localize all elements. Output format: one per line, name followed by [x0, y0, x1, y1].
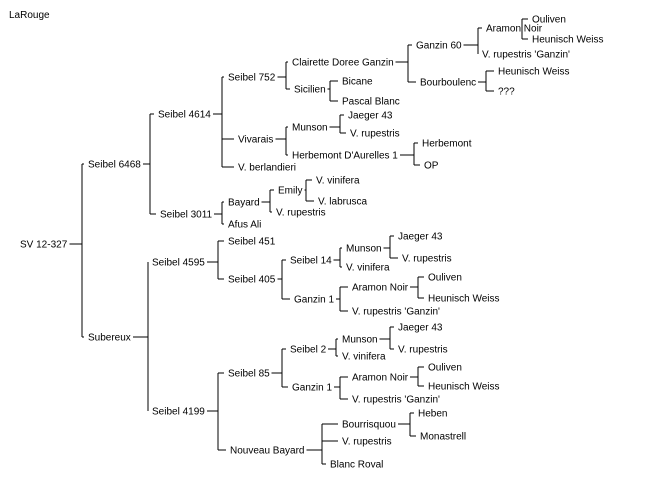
node-bicane: Bicane — [342, 77, 373, 88]
diagram-title: LaRouge — [9, 10, 50, 21]
node-heunisch-weiss: Heunisch Weiss — [428, 294, 500, 305]
node-jaeger-43: Jaeger 43 — [348, 111, 393, 122]
node-v-rupestris: V. rupestris — [350, 129, 400, 140]
node-subereux: Subereux — [88, 333, 131, 344]
node-munson: Munson — [342, 335, 378, 346]
node-aramon-noir: Aramon Noir — [486, 24, 543, 35]
node-heunisch-weiss: Heunisch Weiss — [498, 67, 570, 78]
node-heunisch-weiss: Heunisch Weiss — [428, 382, 500, 393]
node-ouliven: Ouliven — [532, 15, 566, 26]
node-munson: Munson — [292, 123, 328, 134]
node-seibel-4199: Seibel 4199 — [152, 407, 205, 418]
node-munson: Munson — [346, 244, 382, 255]
node-seibel-85: Seibel 85 — [228, 369, 270, 380]
node-aramon-noir: Aramon Noir — [352, 283, 409, 294]
node-afus-ali: Afus Ali — [228, 220, 261, 231]
node-v-vinifera: V. vinifera — [316, 176, 360, 187]
node-ganzin-1: Ganzin 1 — [292, 383, 332, 394]
node-v-vinifera: V. vinifera — [346, 263, 390, 274]
node-v-rupestris-ganzin: V. rupestris 'Ganzin' — [352, 307, 440, 318]
node-ganzin-60: Ganzin 60 — [416, 41, 462, 52]
node-bayard: Bayard — [228, 198, 260, 209]
node-ouliven: Ouliven — [428, 273, 462, 284]
node-v-rupestris: V. rupestris — [402, 254, 452, 265]
node-clairette-doree-ganzin: Clairette Doree Ganzin — [292, 58, 394, 69]
node-seibel-2: Seibel 2 — [290, 345, 327, 356]
node-seibel-14: Seibel 14 — [290, 256, 332, 267]
node-: ??? — [498, 87, 515, 98]
node-v-rupestris: V. rupestris — [398, 345, 448, 356]
node-v-berlandieri: V. berlandieri — [238, 163, 296, 174]
node-pascal-blanc: Pascal Blanc — [342, 97, 400, 108]
node-v-rupestris-ganzin: V. rupestris 'Ganzin' — [352, 395, 440, 406]
node-v-rupestris: V. rupestris — [276, 208, 326, 219]
node-monastrell: Monastrell — [420, 432, 466, 443]
node-seibel-4614: Seibel 4614 — [158, 110, 211, 121]
node-ouliven: Ouliven — [428, 363, 462, 374]
node-nouveau-bayard: Nouveau Bayard — [230, 446, 305, 457]
node-herbemont: Herbemont — [422, 139, 472, 150]
node-jaeger-43: Jaeger 43 — [398, 323, 443, 334]
node-aramon-noir: Aramon Noir — [352, 373, 409, 384]
node-seibel-4595: Seibel 4595 — [152, 258, 205, 269]
node-v-labrusca: V. labrusca — [318, 197, 368, 208]
node-op: OP — [424, 161, 439, 172]
node-bourboulenc: Bourboulenc — [420, 78, 476, 89]
node-seibel-451: Seibel 451 — [228, 237, 276, 248]
node-ganzin-1: Ganzin 1 — [294, 295, 334, 306]
node-seibel-6468: Seibel 6468 — [88, 160, 141, 171]
node-v-vinifera: V. vinifera — [342, 352, 386, 363]
node-heben: Heben — [418, 409, 447, 420]
node-blanc-roval: Blanc Roval — [330, 460, 383, 471]
node-sicilien: Sicilien — [294, 85, 326, 96]
node-herbemont-d-aurelles-1: Herbemont D'Aurelles 1 — [292, 151, 398, 162]
node-emily: Emily — [278, 186, 302, 197]
node-seibel-405: Seibel 405 — [228, 275, 276, 286]
node-sv-12-327: SV 12-327 — [20, 240, 68, 251]
node-vivarais: Vivarais — [238, 135, 273, 146]
node-bourrisquou: Bourrisquou — [342, 420, 396, 431]
node-heunisch-weiss: Heunisch Weiss — [532, 35, 604, 46]
node-seibel-3011: Seibel 3011 — [160, 210, 213, 221]
node-jaeger-43: Jaeger 43 — [398, 232, 443, 243]
node-v-rupestris: V. rupestris — [342, 437, 392, 448]
node-v-rupestris-ganzin: V. rupestris 'Ganzin' — [482, 50, 570, 61]
node-seibel-752: Seibel 752 — [228, 73, 276, 84]
